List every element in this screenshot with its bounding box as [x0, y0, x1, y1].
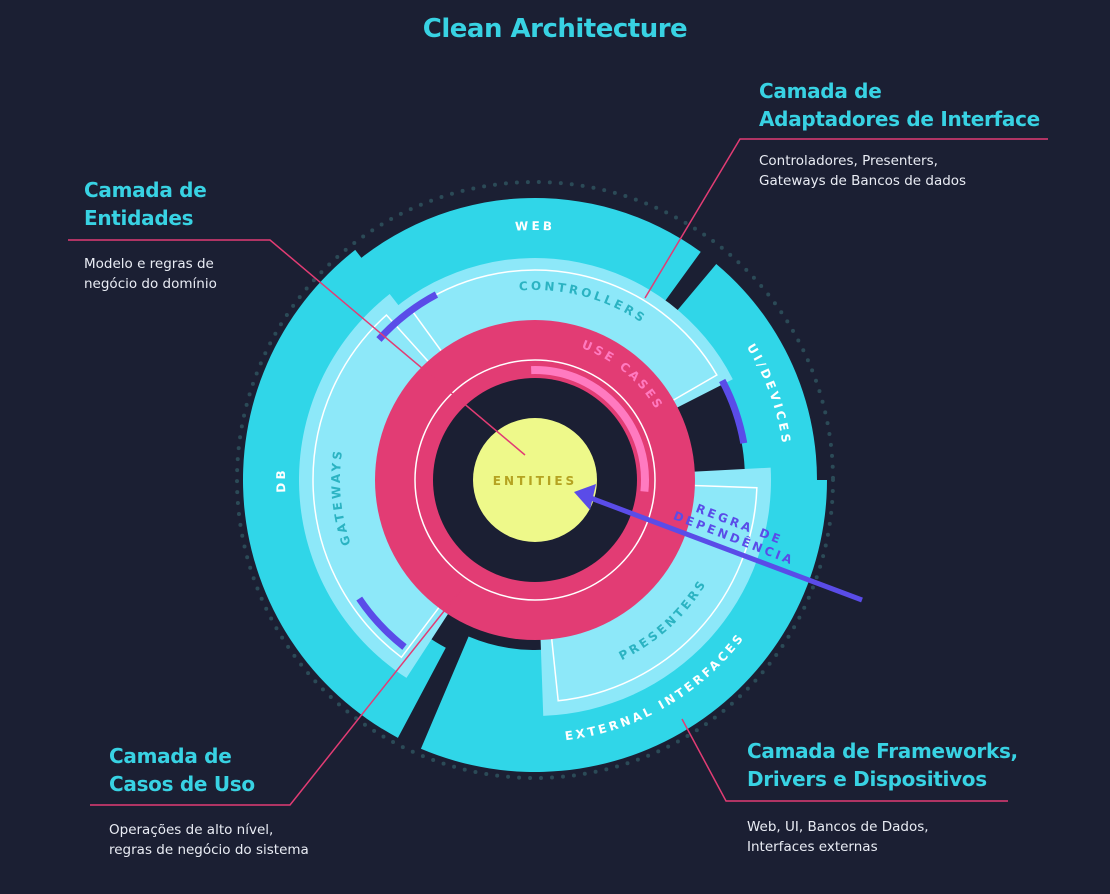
entities-label: ENTITIES: [493, 474, 577, 488]
ui-devices-sector: [669, 263, 817, 529]
usecases-title-line1: Camada de: [109, 744, 232, 768]
usecases-callout: Camada de Casos de Uso Operações de alto …: [109, 742, 309, 860]
use-cases-inner-outline: [414, 359, 656, 601]
ui-accent-arc: [719, 378, 748, 444]
adapters-title-line1: Camada de: [759, 79, 882, 103]
entities-core: [473, 418, 597, 542]
dependency-arrow: [587, 494, 863, 603]
presenters-sector: [540, 467, 771, 716]
adapters-callout: Camada de Adaptadores de Interface Contro…: [759, 77, 1040, 191]
usecases-desc-line2: regras de negócio do sistema: [109, 842, 309, 858]
adapters-desc-line1: Controladores, Presenters,: [759, 153, 938, 169]
entities-leader-line: [68, 239, 526, 456]
frameworks-title-line2: Drivers e Dispositivos: [747, 767, 987, 791]
usecases-leader-line: [90, 585, 465, 806]
entities-title-line1: Camada de: [84, 178, 207, 202]
adapters-desc-line2: Gateways de Bancos de dados: [759, 173, 967, 189]
gateways-accent-arc: [356, 596, 407, 650]
use-cases-accent-arc: [531, 366, 649, 492]
web-label: WEB: [515, 219, 556, 234]
frameworks-callout: Camada de Frameworks, Drivers e Dispositi…: [747, 737, 1018, 857]
adapters-title-line2: Adaptadores de Interface: [759, 107, 1040, 131]
frameworks-desc-line1: Web, UI, Bancos de Dados,: [747, 819, 929, 835]
frameworks-leader-line: [681, 718, 1008, 802]
entities-desc-line1: Modelo e regras de: [84, 256, 214, 272]
entities-title-line2: Entidades: [84, 206, 194, 230]
dependency-arrow-head: [574, 484, 596, 510]
adapters-leader-line: [644, 138, 1048, 299]
frameworks-title-line1: Camada de Frameworks,: [747, 739, 1018, 763]
dotted-boundary-circle: [235, 180, 835, 780]
db-label: DB: [274, 467, 288, 493]
page-title: Clean Architecture: [422, 14, 688, 44]
frameworks-desc-line2: Interfaces externas: [747, 839, 878, 855]
usecases-desc-line1: Operações de alto nível,: [109, 822, 274, 838]
usecases-title-line2: Casos de Uso: [109, 772, 255, 796]
entities-desc-line2: negócio do domínio: [84, 276, 217, 292]
entities-callout: Camada de Entidades Modelo e regras de neg…: [84, 176, 217, 294]
